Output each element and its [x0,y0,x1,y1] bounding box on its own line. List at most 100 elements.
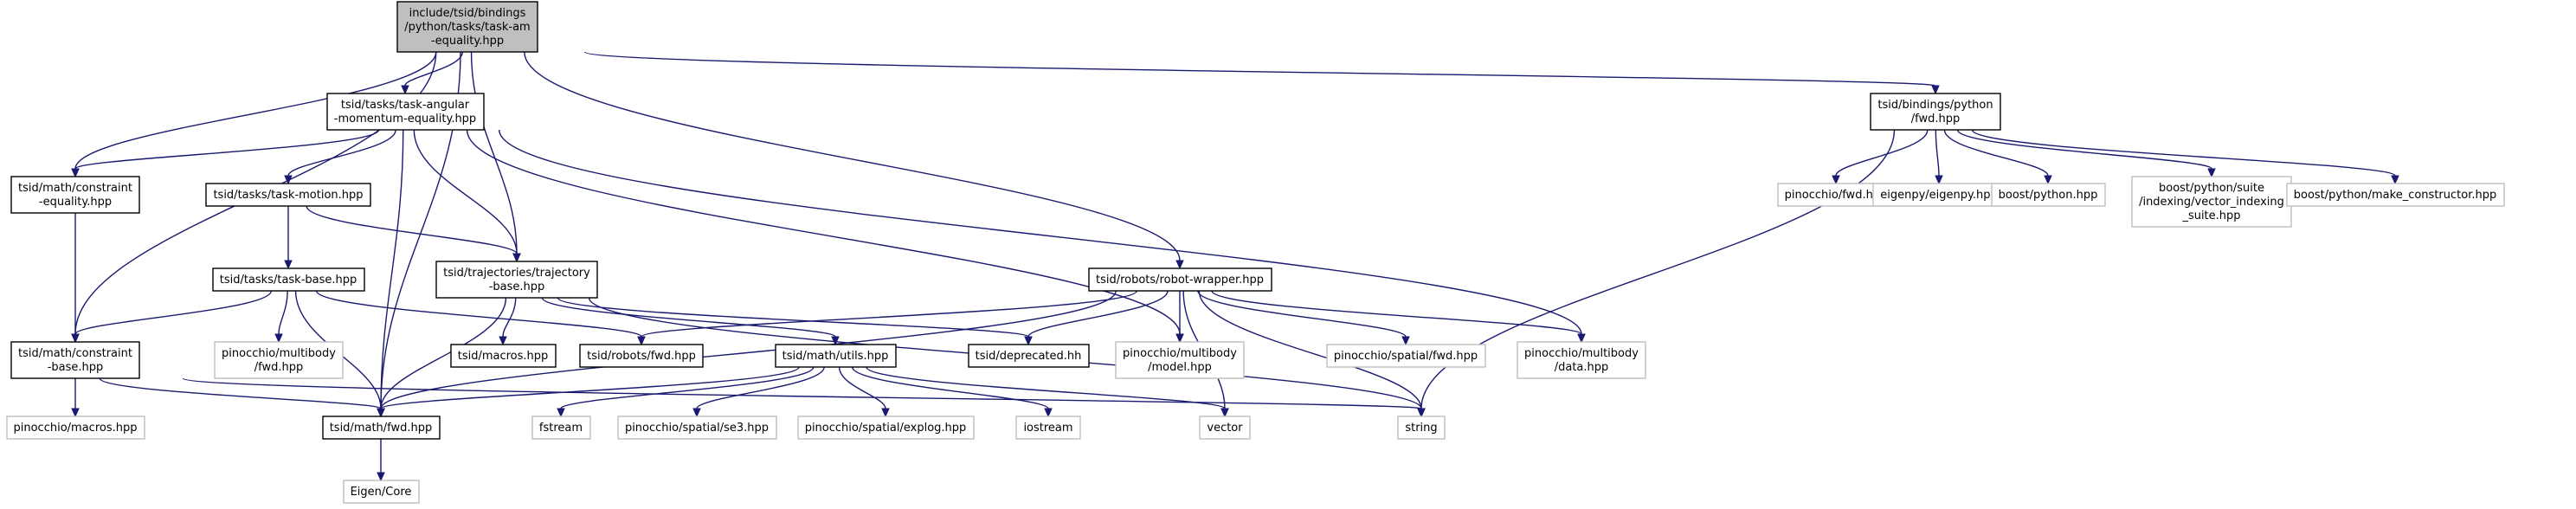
node-box [10,341,140,379]
edge-root-to-bindings-fwd [583,51,1940,95]
node-root[interactable]: include/tsid/bindings/python/tasks/task-… [396,1,538,53]
node-label: pinocchio/spatial/explog.hpp [805,422,967,435]
edge-task-am-to-traj-base [413,129,521,263]
nodes-layer: include/tsid/bindings/python/tasks/task-… [6,1,2505,504]
node-bindings-fwd[interactable]: tsid/bindings/python/fwd.hpp [1870,93,2001,131]
edge-math-utils-to-fstream [557,366,815,418]
node-constraint-base[interactable]: tsid/math/constraint-base.hpp [10,341,140,379]
node-task-base[interactable]: tsid/tasks/task-base.hpp [212,267,365,292]
node-constraint-eq[interactable]: tsid/math/constraint-equality.hpp [10,176,140,214]
node-pin-macros: pinocchio/macros.hpp [6,416,145,440]
node-label: tsid/tasks/task-motion.hpp [213,189,363,202]
node-label: boost/python.hpp [1999,189,2098,202]
arrowhead [1417,408,1426,418]
arrowhead [2207,168,2216,178]
node-label: boost/python/suite [2159,182,2264,195]
node-box [1870,93,2001,131]
node-label: -equality.hpp [431,35,504,48]
node-label: -momentum-equality.hpp [334,113,476,126]
node-math-utils[interactable]: tsid/math/utils.hpp [775,344,897,368]
node-label: string [1405,422,1437,435]
node-box [1991,183,2106,207]
arrowhead [1044,408,1053,418]
node-label: tsid/trajectories/trajectory [443,267,590,280]
edge-task-base-to-robots-fwd [315,290,646,346]
edge-math-utils-to-iostream [851,366,1053,418]
node-label: /model.hpp [1148,361,1212,374]
node-box [2286,183,2505,207]
node-pin-mb-fwd: pinocchio/multibody/fwd.hpp [214,341,344,379]
node-box [531,416,591,440]
node-label: _suite.hpp [2181,209,2240,222]
edge-root-to-traj-base [470,51,521,263]
arrowhead [1175,260,1184,270]
edge-task-base-to-constraint-base [71,290,273,344]
arrowhead [377,408,385,418]
node-label: tsid/bindings/python [1877,99,1993,112]
arrowhead [2391,175,2399,185]
node-box [1015,416,1081,440]
node-pin-explog: pinocchio/spatial/explog.hpp [797,416,975,440]
node-box [343,480,420,504]
node-robots-fwd[interactable]: tsid/robots/fwd.hpp [579,344,704,368]
edge-task-am-to-task-motion [284,129,396,185]
arrowhead [512,253,521,263]
node-task-motion[interactable]: tsid/tasks/task-motion.hpp [205,183,371,207]
edge-task-am-to-pin-data [499,129,1586,344]
node-label: iostream [1023,422,1072,435]
node-label: pinocchio/multibody [1524,347,1639,360]
arrowhead [692,408,701,418]
node-label: /indexing/vector_indexing [2139,196,2284,209]
node-math-fwd[interactable]: tsid/math/fwd.hpp [322,416,441,440]
node-box [450,344,557,368]
edge-robot-wrapper-to-deprecated [1024,290,1169,346]
node-eigenpy: eigenpy/eigenpy.hpp [1872,183,2006,207]
node-box [6,416,145,440]
node-box [1397,416,1446,440]
node-box [968,344,1090,368]
node-string: string [1397,416,1446,440]
node-deprecated[interactable]: tsid/deprecated.hh [968,344,1090,368]
edge-task-am-to-constraint-eq [71,129,380,178]
node-label: tsid/math/utils.hpp [782,350,889,363]
node-box [617,416,777,440]
node-label: tsid/deprecated.hh [976,350,1082,363]
arrowhead [71,408,80,418]
node-label: boost/python/make_constructor.hpp [2294,189,2496,202]
node-box [1326,344,1486,368]
node-label: pinocchio/multibody [1123,347,1237,360]
node-box [797,416,975,440]
arrowhead [274,333,283,344]
node-box [10,176,140,214]
edge-bindings-fwd-to-boost-make-ctor [1971,129,2399,185]
node-box [326,93,485,131]
node-box [1115,341,1245,379]
node-traj-base[interactable]: tsid/trajectories/trajectory-base.hpp [435,261,598,299]
node-boost-make-ctor: boost/python/make_constructor.hpp [2286,183,2505,207]
node-label: tsid/math/constraint [18,347,132,360]
edge-task-motion-to-traj-base [306,205,521,263]
node-box [1199,416,1251,440]
arrowhead [1401,336,1410,346]
node-label: tsid/tasks/task-angular [341,99,470,112]
arrowhead [377,472,385,482]
node-task-am[interactable]: tsid/tasks/task-angular-momentum-equalit… [326,93,485,131]
arrowhead [1175,333,1184,344]
node-box [212,267,365,292]
node-label: -base.hpp [489,280,545,293]
edge-bindings-fwd-to-eigenpy [1935,129,1943,185]
node-label: fstream [539,422,583,435]
node-label: include/tsid/bindings [409,7,526,20]
node-box [322,416,441,440]
edge-constraint-base-to-pin-macros [71,377,80,418]
node-box [205,183,371,207]
arrowhead [1931,85,1940,95]
node-label: pinocchio/spatial/se3.hpp [625,422,769,435]
node-label: /data.hpp [1555,361,1609,374]
node-robot-wrapper[interactable]: tsid/robots/robot-wrapper.hpp [1088,267,1272,292]
node-macros[interactable]: tsid/macros.hpp [450,344,557,368]
node-label: eigenpy/eigenpy.hpp [1880,189,1998,202]
arrowhead [881,408,890,418]
edge-root-to-robot-wrapper [524,51,1184,270]
